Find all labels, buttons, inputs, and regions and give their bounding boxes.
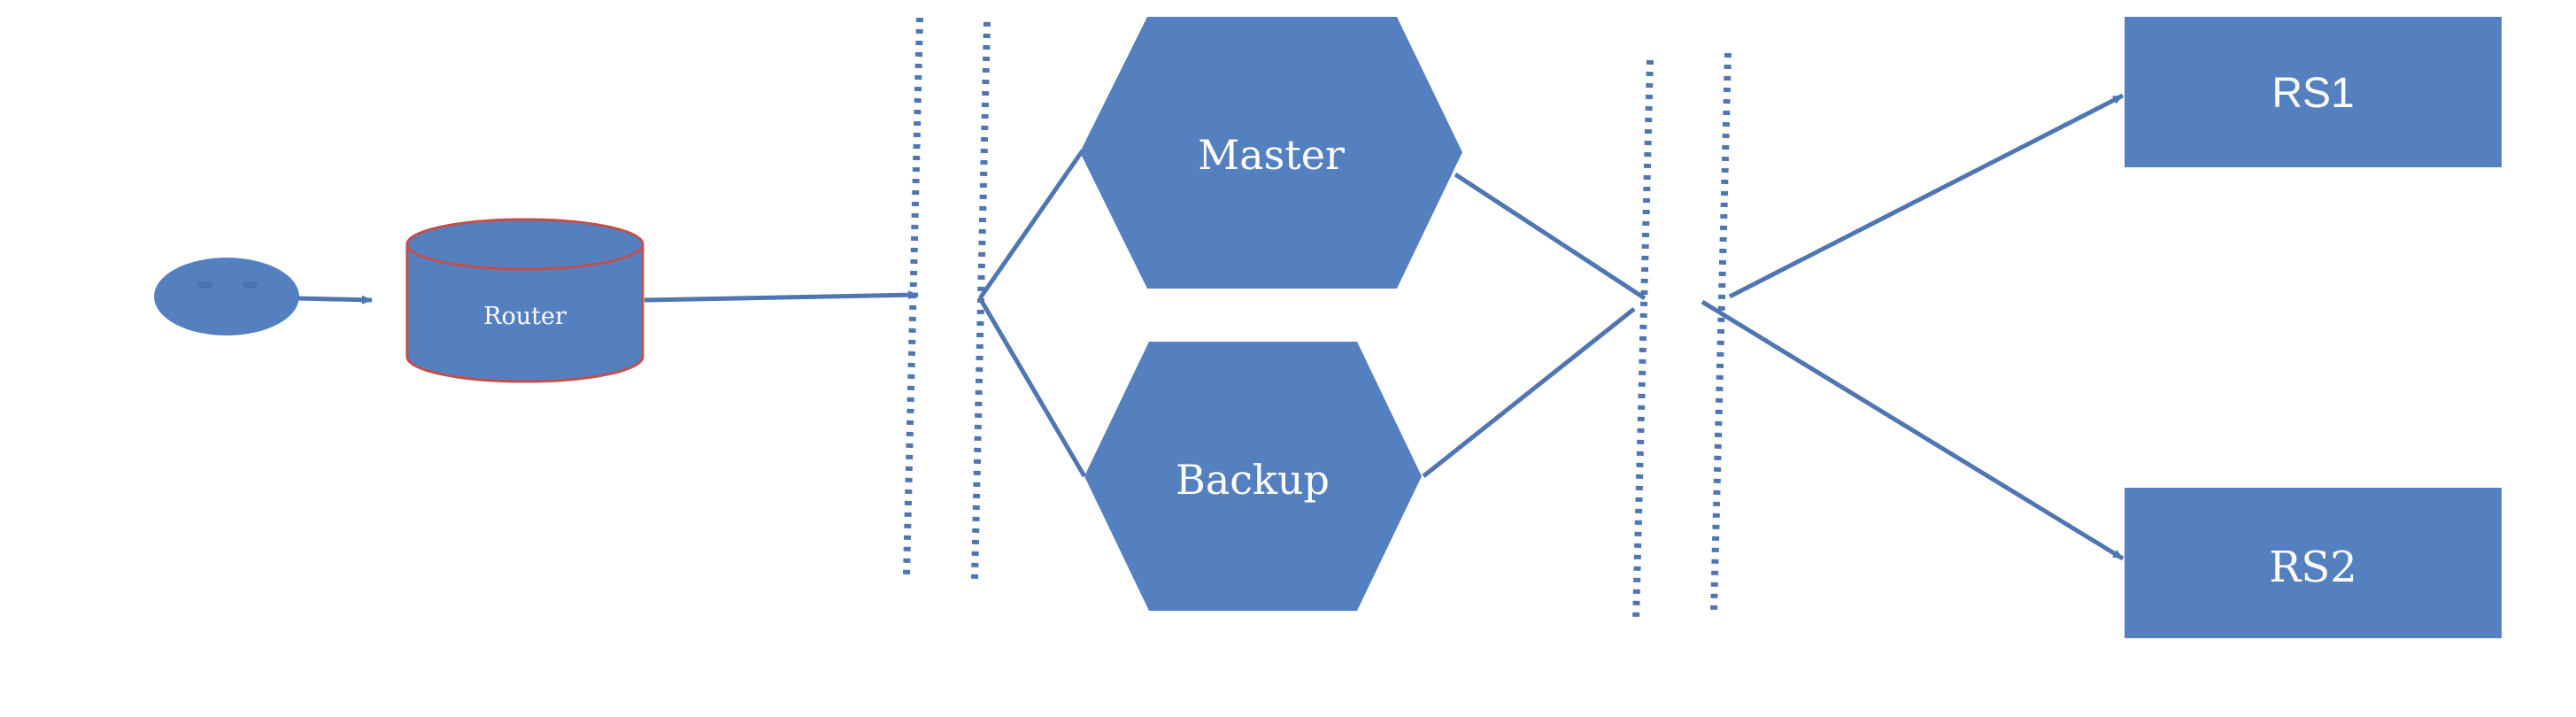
backup-to-right-divider-line (1422, 307, 1636, 478)
rs2-node: RS2 (2125, 488, 2502, 638)
rs1-label: RS1 (2271, 70, 2354, 117)
backup-hexagon (1084, 342, 1422, 611)
client-to-router-arrow (297, 295, 373, 305)
master-node: Master (1080, 17, 1462, 289)
split-to-master-line (977, 149, 1085, 300)
split-to-backup-line (977, 297, 1087, 478)
backup-node: Backup (1084, 342, 1422, 611)
master-to-right-divider-line (1454, 172, 1647, 301)
client-eye-left (197, 281, 213, 289)
rs2-box (2125, 488, 2502, 638)
right-divider (1632, 52, 1731, 622)
router-cylinder-top (405, 218, 644, 271)
left-divider-line-1 (903, 17, 923, 576)
master-label: Master (1198, 131, 1345, 179)
router-to-master-backup-arrow (644, 290, 919, 303)
router-label: Router (483, 303, 567, 330)
router-node: Router (405, 218, 644, 383)
client-node (154, 258, 299, 335)
right-divider-to-rs1-arrow (1728, 93, 2125, 299)
right-divider-line-2 (1710, 52, 1731, 613)
left-divider (903, 17, 991, 581)
right-divider-line-1 (1632, 59, 1654, 622)
master-hexagon (1080, 17, 1462, 289)
rs1-node: RS1 (2125, 17, 2502, 167)
client-icon (154, 258, 299, 335)
client-eye-right (243, 281, 258, 289)
rs1-box (2125, 17, 2502, 167)
right-divider-to-rs2-arrow (1701, 299, 2125, 561)
backup-label: Backup (1176, 456, 1330, 504)
rs2-label: RS2 (2269, 543, 2357, 592)
